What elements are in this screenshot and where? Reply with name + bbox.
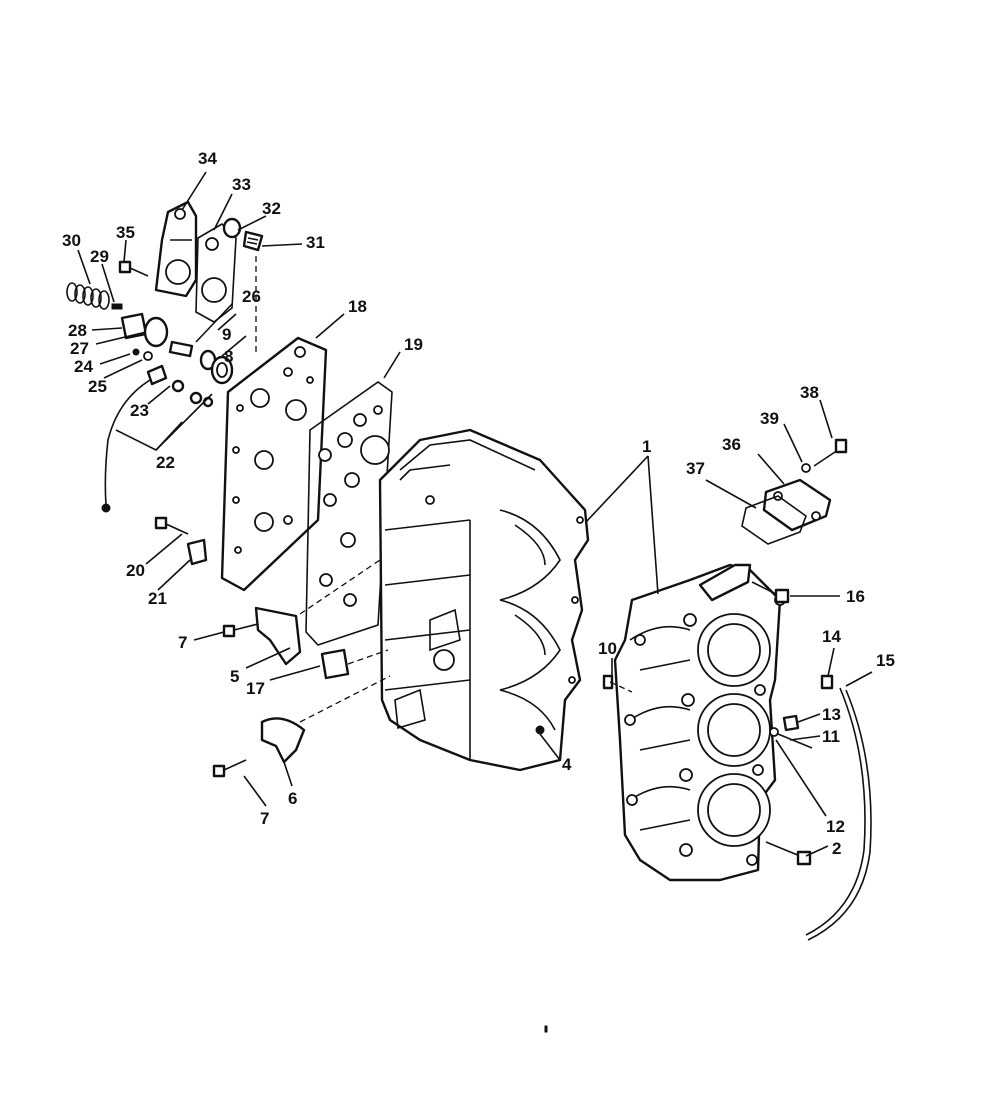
callout-9: 9 bbox=[222, 325, 231, 344]
housing-screw bbox=[118, 260, 149, 277]
callout-18: 18 bbox=[348, 297, 367, 316]
callout-27: 27 bbox=[70, 339, 89, 358]
callout-38: 38 bbox=[800, 383, 819, 402]
fitting bbox=[242, 230, 264, 252]
callout-35: 35 bbox=[116, 223, 135, 242]
clamp bbox=[254, 606, 302, 666]
bolt bbox=[154, 516, 189, 535]
callout-19: 19 bbox=[404, 335, 423, 354]
callout-21: 21 bbox=[148, 589, 167, 608]
screw bbox=[132, 348, 140, 356]
cover-screw bbox=[813, 438, 848, 467]
bracket bbox=[186, 538, 208, 566]
seal-washer bbox=[222, 217, 242, 239]
washer bbox=[143, 351, 153, 361]
callout-24: 24 bbox=[74, 357, 93, 376]
thermostat-housing bbox=[154, 200, 198, 298]
end-cover-plate bbox=[220, 336, 328, 592]
callout-29: 29 bbox=[90, 247, 109, 266]
callout-6: 6 bbox=[288, 789, 297, 808]
cylinder-block bbox=[378, 428, 590, 772]
callout-39: 39 bbox=[760, 409, 779, 428]
thermostat-gasket bbox=[195, 222, 237, 323]
callout-33: 33 bbox=[232, 175, 251, 194]
bolt-11 bbox=[777, 733, 813, 749]
callout-16: 16 bbox=[846, 587, 865, 606]
callout-34: 34 bbox=[198, 149, 217, 168]
callout-14: 14 bbox=[822, 627, 841, 646]
callout-31: 31 bbox=[306, 233, 325, 252]
callout-25: 25 bbox=[88, 377, 107, 396]
callout-17: 17 bbox=[246, 679, 265, 698]
callout-5: 5 bbox=[230, 667, 239, 686]
callout-22: 22 bbox=[156, 453, 175, 472]
spacer-block bbox=[320, 648, 350, 680]
callout-8: 8 bbox=[224, 347, 233, 366]
scan-mark bbox=[544, 1025, 548, 1033]
callout-7-upper: 7 bbox=[178, 633, 187, 652]
bypass-cover bbox=[762, 478, 832, 532]
callout-28: 28 bbox=[68, 321, 87, 340]
callout-26: 26 bbox=[242, 287, 261, 306]
crankcase-cover bbox=[613, 563, 786, 882]
hardware bbox=[66, 217, 872, 941]
callout-20: 20 bbox=[126, 561, 145, 580]
callout-15: 15 bbox=[876, 651, 895, 670]
dowel-pin bbox=[602, 674, 614, 690]
bolt-upper bbox=[222, 623, 259, 638]
callout-4: 4 bbox=[562, 755, 572, 774]
callout-23: 23 bbox=[130, 401, 149, 420]
callout-32: 32 bbox=[262, 199, 281, 218]
elbow-fitting bbox=[782, 714, 800, 732]
callout-11: 11 bbox=[822, 727, 840, 746]
callout-10: 10 bbox=[598, 639, 617, 658]
lower-clamp bbox=[260, 717, 306, 764]
end-cover-gasket bbox=[305, 381, 393, 646]
spring bbox=[66, 282, 110, 310]
callout-36: 36 bbox=[722, 435, 741, 454]
alignment-lines bbox=[255, 256, 633, 723]
washer-12 bbox=[769, 727, 779, 737]
callout-30: 30 bbox=[62, 231, 81, 250]
hose bbox=[805, 687, 866, 936]
callout-13: 13 bbox=[822, 705, 841, 724]
leader-lines bbox=[77, 171, 873, 857]
plug bbox=[535, 725, 545, 735]
check-valve bbox=[146, 364, 214, 408]
bypass-gasket bbox=[741, 495, 807, 545]
callout-12: 12 bbox=[826, 817, 845, 836]
callout-7-lower: 7 bbox=[260, 809, 269, 828]
hose-fitting-right bbox=[820, 674, 834, 690]
bolt-lower bbox=[212, 759, 247, 778]
pin bbox=[111, 303, 123, 310]
hose-fitting bbox=[168, 340, 194, 358]
flange-bolt bbox=[751, 581, 790, 604]
callout-1: 1 bbox=[642, 437, 651, 456]
callouts: 1 2 4 5 6 7 7 8 9 10 11 12 13 14 15 16 1… bbox=[62, 149, 895, 858]
callout-37: 37 bbox=[686, 459, 705, 478]
callout-2: 2 bbox=[832, 839, 841, 858]
diaphragm bbox=[143, 316, 169, 348]
cover-washer bbox=[801, 463, 811, 473]
cover-bolt bbox=[765, 841, 812, 866]
